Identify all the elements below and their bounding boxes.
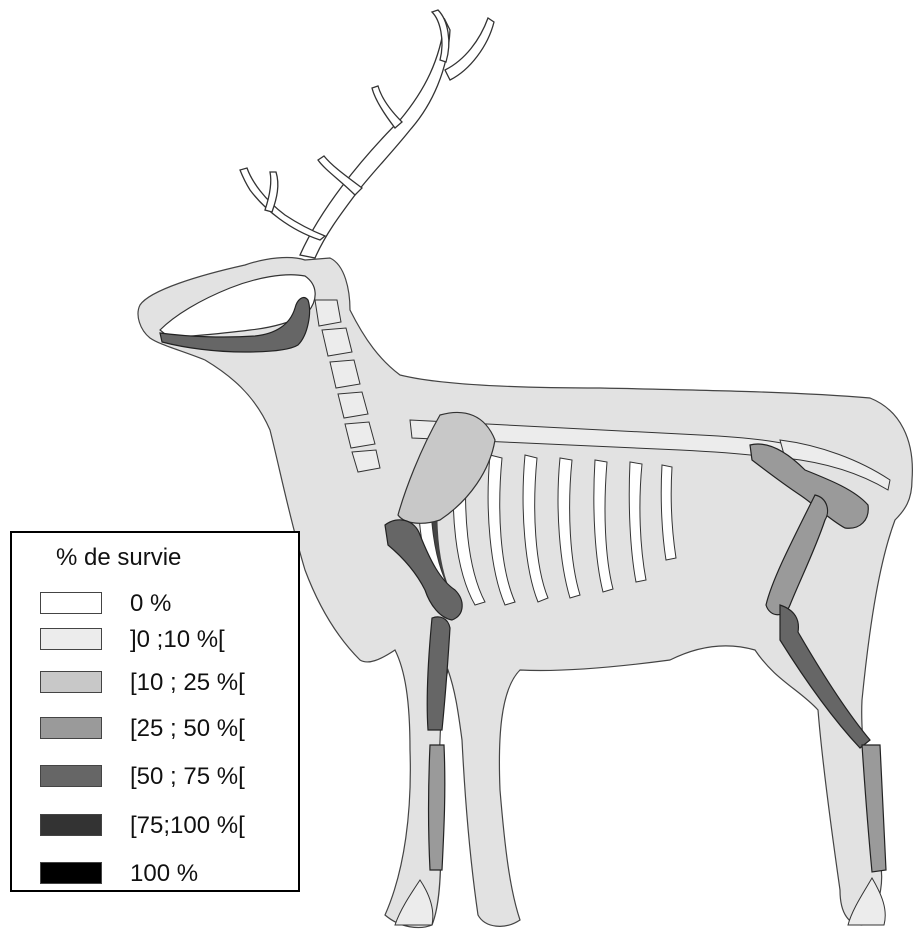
legend-label: [25 ; 50 %[ xyxy=(130,714,245,744)
legend-swatch xyxy=(40,814,102,836)
legend-label: 0 % xyxy=(130,589,171,619)
legend-swatch xyxy=(40,765,102,787)
legend-item: [10 ; 25 %[ xyxy=(12,668,298,698)
legend: % de survie 0 % ]0 ;10 %[ [10 ; 25 %[ [2… xyxy=(10,531,300,892)
legend-item: 0 % xyxy=(12,589,298,619)
legend-item: [25 ; 50 %[ xyxy=(12,714,298,744)
legend-swatch xyxy=(40,671,102,693)
legend-item: [50 ; 75 %[ xyxy=(12,762,298,792)
legend-label: 100 % xyxy=(130,859,198,889)
radius-ulna xyxy=(427,617,450,730)
antlers xyxy=(240,10,494,258)
legend-label: [10 ; 25 %[ xyxy=(130,668,245,698)
legend-label: ]0 ;10 %[ xyxy=(130,625,225,655)
legend-swatch xyxy=(40,862,102,884)
legend-swatch xyxy=(40,717,102,739)
legend-swatch xyxy=(40,592,102,614)
legend-label: [75;100 %[ xyxy=(130,811,245,841)
legend-item: ]0 ;10 %[ xyxy=(12,625,298,655)
legend-item: 100 % xyxy=(12,859,298,889)
legend-swatch xyxy=(40,628,102,650)
legend-label: [50 ; 75 %[ xyxy=(130,762,245,792)
metacarpal xyxy=(429,745,445,870)
legend-title: % de survie xyxy=(56,544,181,572)
legend-item: [75;100 %[ xyxy=(12,811,298,841)
